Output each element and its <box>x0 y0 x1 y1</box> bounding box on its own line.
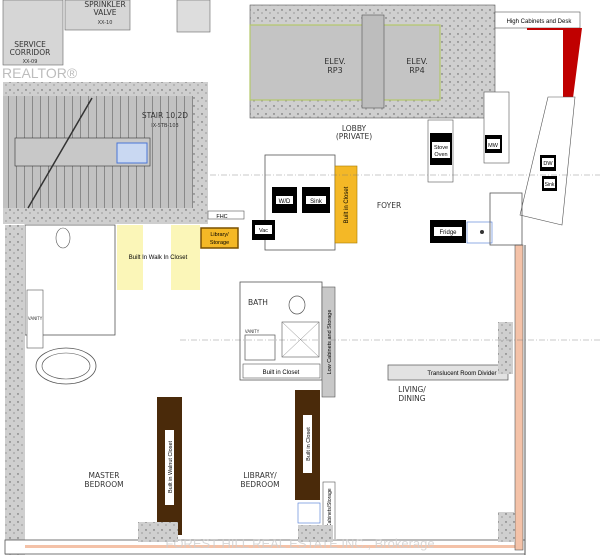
service-corridor-tag: XX-09 <box>23 59 38 65</box>
walk-in-closet-label: Built In Walk In Closet <box>129 255 188 261</box>
master-bath: VANITY <box>24 224 116 385</box>
service-corridor-label: SERVICE <box>14 40 46 49</box>
stair: STAIR 10,2D IX-STB-103 <box>3 82 208 224</box>
microwave-label: MW <box>488 143 499 149</box>
bath-closet <box>242 363 321 379</box>
library-storage-label-2: Storage <box>210 240 229 246</box>
service-corridor-label-2: CORRIDOR <box>10 48 51 57</box>
service-corridor: SERVICE CORRIDOR XX-09 SPRINKLER VALVE X… <box>2 0 211 66</box>
dishwasher-label: DW <box>543 161 553 167</box>
fhc-label: FHC <box>216 214 227 220</box>
kitchen: High Cabinets and Desk Stove Oven MW DW … <box>427 11 582 244</box>
walls <box>4 174 600 555</box>
elevator-rp3-id: RP3 <box>327 66 342 75</box>
stair-label: STAIR 10,2D <box>142 111 188 120</box>
master-vanity-label: VANITY <box>28 316 43 321</box>
laundry-sink-label: Sink <box>310 199 323 205</box>
library-storage-label: Library/ <box>210 232 229 238</box>
oven-label: Oven <box>434 152 447 158</box>
living-dining-label-2: DINING <box>398 394 425 403</box>
foyer-closet <box>334 165 358 244</box>
low-cabinets-storage-label: Low Cabinets and Storage <box>327 310 333 375</box>
bath: BATH VANITY Built in Closet <box>239 281 323 381</box>
bath-label: BATH <box>248 298 268 307</box>
sprinkler-valve-label: SPRINKLER <box>84 0 125 9</box>
elevator-rp3-label: ELEV. <box>324 57 346 66</box>
lobby-label-2: (PRIVATE) <box>336 132 372 141</box>
foyer-label: FOYER <box>377 201 401 210</box>
vac-label: Vac <box>259 228 268 234</box>
elevator-rp4-label: ELEV. <box>406 57 428 66</box>
foyer-closet-label: Built in Closet <box>344 186 350 223</box>
bath-closet-label: Built in Closet <box>263 370 300 376</box>
library-bedroom-label-2: BEDROOM <box>240 480 279 489</box>
washer-dryer-label: W/D <box>279 199 291 205</box>
lobby-label: LOBBY <box>342 124 367 133</box>
low-cabinets-storage-2-label: Low Cabinets/Storage <box>327 488 333 537</box>
brokerage-watermark: FOREST HILL REAL ESTATE INC., Brokerage <box>165 536 434 551</box>
bath-vanity-label: VANITY <box>245 329 260 334</box>
sprinkler-valve-tag: XX-10 <box>98 20 113 26</box>
realtor-logo: REALTOR® <box>2 65 78 81</box>
elevators: ELEV. RP3 ELEV. RP4 <box>249 4 496 119</box>
low-cabinets-storage <box>321 286 336 398</box>
living-dining-label: LIVING/ <box>398 385 426 394</box>
library-storage <box>200 227 239 249</box>
sprinkler-valve-label-2: VALVE <box>93 8 116 17</box>
master-bedroom-label: MASTER <box>89 471 120 480</box>
high-cabinets-desk <box>527 28 582 98</box>
laundry: W/D Sink Vac Built in Closet FHC Library… <box>200 154 358 251</box>
room-divider-label: Translucent Room Divider <box>427 371 496 377</box>
kitchen-sink-label: Sink <box>545 182 555 188</box>
elevator-rp4-id: RP4 <box>409 66 424 75</box>
stove-label: Stove <box>434 145 448 151</box>
stair-tag: IX-STB-103 <box>151 123 178 129</box>
library-bedroom-label: LIBRARY/ <box>243 471 277 480</box>
master-bedroom-label-2: BEDROOM <box>84 480 123 489</box>
fridge-label: Fridge <box>439 230 457 236</box>
walnut-closet-label: Built in Walnut Closet <box>168 440 174 493</box>
high-cabinets-label: High Cabinets and Desk <box>507 19 573 25</box>
library-closet-label: Built in Closet <box>306 427 312 461</box>
